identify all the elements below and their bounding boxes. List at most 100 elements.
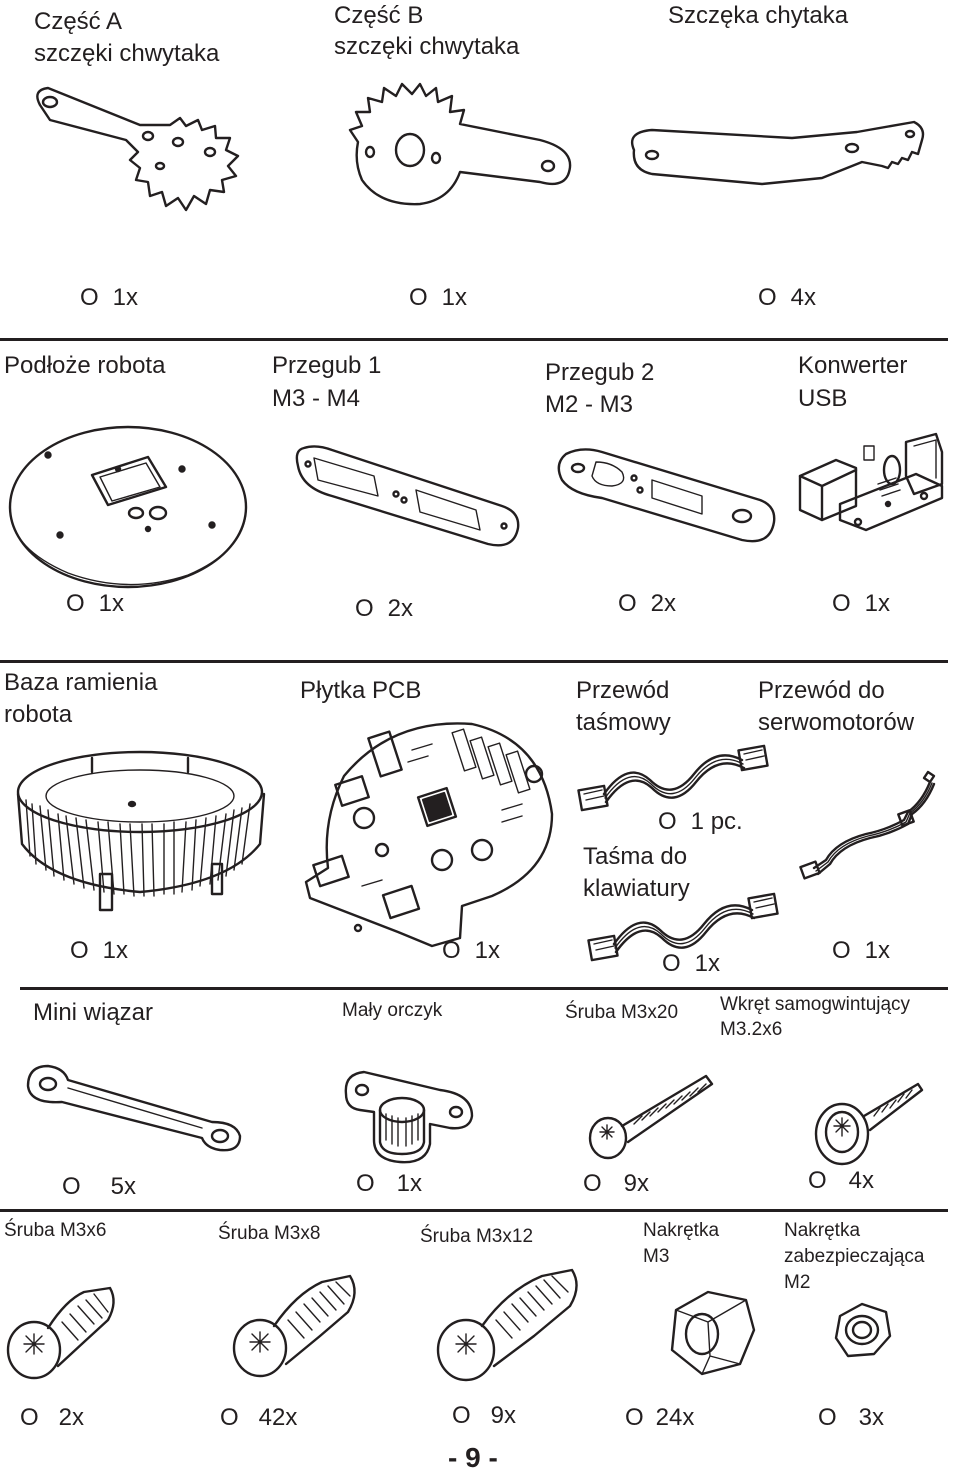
label-joint-2-line1: Przegub 2 — [545, 359, 655, 386]
small-horn-icon — [344, 1070, 474, 1164]
qty-value: 9x — [490, 1402, 517, 1429]
label-joint-2-line2: M2 - M3 — [545, 391, 634, 418]
joint-2-icon — [557, 448, 776, 543]
label-keyboard-cable-line2: klawiatury — [583, 875, 690, 902]
label-ribbon-cable-line1: Przewód — [576, 677, 670, 704]
qty-gripper-part-b[interactable]: O 1x — [409, 284, 467, 312]
label-keyboard-cable-line1: Taśma do — [583, 843, 688, 870]
checkbox-ring: O — [66, 590, 85, 617]
checkbox-ring: O — [356, 1170, 375, 1197]
checkbox-ring: O — [808, 1167, 827, 1194]
checkbox-ring: O — [818, 1404, 837, 1431]
screw-icon — [232, 1274, 356, 1378]
qty-value: 1x — [102, 937, 129, 964]
qty-value: 4x — [848, 1167, 875, 1194]
screw-icon — [436, 1268, 578, 1382]
checkbox-ring: O — [658, 808, 677, 835]
label-lock-nut-line1: Nakrętka — [784, 1220, 861, 1241]
label-gripper-part-b-line1: Część B — [334, 2, 424, 29]
qty-value: 1x — [396, 1170, 423, 1197]
qty-joint-2[interactable]: O 2x — [618, 590, 676, 618]
label-arm-base-line2: robota — [4, 701, 73, 728]
label-servo-cable-line2: serwomotorów — [758, 709, 915, 736]
section-divider — [0, 660, 948, 663]
qty-screw-m3x8[interactable]: O 42x — [220, 1404, 297, 1432]
checkbox-ring: O — [70, 937, 89, 964]
checkbox-ring: O — [625, 1404, 644, 1431]
screw-icon — [588, 1074, 714, 1160]
qty-value: 42x — [258, 1404, 298, 1431]
screw-icon — [6, 1286, 115, 1380]
qty-usb-converter[interactable]: O 1x — [832, 590, 890, 618]
qty-value: 1x — [441, 284, 468, 311]
label-gripper-part-a-line2: szczęki chwytaka — [34, 40, 220, 67]
qty-nut-m3[interactable]: O 24x — [625, 1404, 694, 1432]
qty-value: 2x — [387, 595, 414, 622]
checkbox-ring: O — [355, 595, 374, 622]
pcb-board-icon — [304, 722, 554, 948]
checkbox-ring: O — [662, 950, 681, 977]
mini-link-icon — [26, 1064, 242, 1152]
qty-keyboard-cable[interactable]: O 1x — [662, 950, 720, 978]
ribbon-cable-icon — [577, 744, 769, 812]
qty-value: 1x — [694, 950, 721, 977]
qty-ribbon-cable[interactable]: O 1 pc. — [658, 808, 743, 836]
qty-screw-m3x6[interactable]: O 2x — [20, 1404, 84, 1432]
label-screw-m3x8: Śruba M3x8 — [218, 1223, 321, 1244]
label-small-horn: Mały orczyk — [342, 1000, 443, 1021]
section-divider — [0, 1209, 948, 1212]
page-number: - 9 - — [448, 1442, 498, 1473]
label-joint-1-line1: Przegub 1 — [272, 352, 382, 379]
label-self-tapping-line2: M3.2x6 — [720, 1019, 783, 1040]
qty-value: 24x — [655, 1404, 695, 1431]
qty-value: 1x — [112, 284, 139, 311]
label-joint-1-line2: M3 - M4 — [272, 385, 361, 412]
qty-value: 3x — [858, 1404, 885, 1431]
label-gripper-jaw: Szczęka chytaka — [668, 2, 849, 29]
label-ribbon-cable-line2: taśmowy — [576, 709, 671, 736]
ribbon-cable-icon — [587, 892, 779, 962]
robot-base-plate-icon — [8, 425, 248, 589]
qty-pcb-board[interactable]: O 1x — [442, 937, 500, 965]
qty-joint-1[interactable]: O 2x — [355, 595, 413, 623]
checkbox-ring: O — [618, 590, 637, 617]
qty-lock-nut[interactable]: O 3x — [818, 1404, 884, 1432]
qty-value: 2x — [58, 1404, 85, 1431]
qty-arm-base[interactable]: O 1x — [70, 937, 128, 965]
gripper-jaw-icon — [630, 120, 925, 186]
label-gripper-part-a-line1: Część A — [34, 8, 123, 35]
qty-self-tapping[interactable]: O 4x — [808, 1167, 874, 1195]
checkbox-ring: O — [409, 284, 428, 311]
qty-value: 1x — [98, 590, 125, 617]
qty-value: 1x — [864, 590, 891, 617]
label-pcb-board: Płytka PCB — [300, 677, 422, 704]
checkbox-ring: O — [220, 1404, 239, 1431]
label-robot-base-plate: Podłoże robota — [4, 352, 166, 379]
label-nut-m3-line2: M3 — [643, 1246, 670, 1267]
joint-1-icon — [295, 445, 520, 547]
label-self-tapping-line1: Wkręt samogwintujący — [720, 994, 911, 1015]
qty-value: 1x — [474, 937, 501, 964]
qty-value: 2x — [650, 590, 677, 617]
section-divider — [20, 987, 948, 990]
label-usb-converter-line2: USB — [798, 385, 848, 412]
label-screw-m3x20: Śruba M3x20 — [565, 1002, 679, 1023]
qty-robot-base-plate[interactable]: O 1x — [66, 590, 124, 618]
checkbox-ring: O — [20, 1404, 39, 1431]
checkbox-ring: O — [832, 590, 851, 617]
label-usb-converter-line1: Konwerter — [798, 352, 908, 379]
lock-nut-icon — [834, 1302, 892, 1358]
checkbox-ring: O — [832, 937, 851, 964]
qty-value: 5x — [110, 1173, 137, 1200]
checkbox-ring: O — [442, 937, 461, 964]
label-nut-m3-line1: Nakrętka — [643, 1220, 720, 1241]
label-screw-m3x12: Śruba M3x12 — [420, 1226, 534, 1247]
qty-value: 1 pc. — [690, 808, 743, 835]
qty-small-horn[interactable]: O 1x — [356, 1170, 422, 1198]
